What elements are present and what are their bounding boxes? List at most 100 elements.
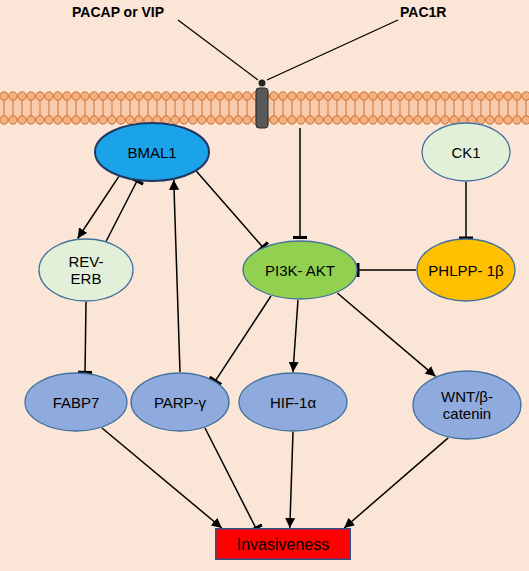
activation-arrow	[78, 177, 119, 239]
lipid-head	[126, 92, 134, 100]
lipid-head	[504, 116, 512, 124]
lipid-head	[126, 116, 134, 124]
node-label: REV- ERB	[61, 253, 111, 287]
lipid-head	[36, 116, 44, 124]
lipid-head	[45, 92, 53, 100]
activation-arrow	[293, 300, 298, 372]
lipid-head	[279, 116, 287, 124]
lipid-head	[297, 116, 305, 124]
phosphatase-node: PHLPP- 1β	[416, 238, 516, 302]
node-label: FABP7	[53, 394, 100, 411]
node-shape	[243, 241, 357, 299]
lipid-head	[396, 92, 404, 100]
node-label: PARP-γ	[154, 394, 206, 411]
node-shape	[422, 123, 510, 181]
kinase-node: PI3K- AKT	[242, 240, 358, 300]
lipid-head	[414, 116, 422, 124]
lipid-head	[63, 116, 71, 124]
lipid-head	[306, 116, 314, 124]
node-label: HIF-1α	[270, 394, 316, 411]
lipid-head	[189, 92, 197, 100]
receptor-node: REV- ERB	[38, 238, 134, 302]
lipid-head	[189, 116, 197, 124]
lipid-head	[342, 92, 350, 100]
lipid-head	[81, 92, 89, 100]
inhibition-line	[299, 128, 301, 236]
lipid-head	[288, 92, 296, 100]
lipid-head	[180, 116, 188, 124]
lipid-head	[486, 92, 494, 100]
lipid-head	[387, 116, 395, 124]
lipid-head	[441, 92, 449, 100]
lipid-head	[432, 92, 440, 100]
lipid-head	[45, 116, 53, 124]
lipid-head	[234, 92, 242, 100]
lipid-head	[207, 92, 215, 100]
lipid-head	[387, 92, 395, 100]
lipid-head	[144, 92, 152, 100]
lipid-head	[198, 116, 206, 124]
lipid-head	[36, 92, 44, 100]
lipid-head	[234, 116, 242, 124]
lipid-head	[405, 92, 413, 100]
lipid-head	[0, 116, 8, 124]
lipid-head	[315, 92, 323, 100]
activation-arrow	[102, 428, 222, 528]
lipid-head	[243, 92, 251, 100]
activation-arrow	[290, 432, 293, 528]
receptor-symbol	[256, 88, 268, 128]
node-shape	[39, 239, 133, 301]
activation-arrow	[344, 438, 448, 528]
lipid-head	[459, 92, 467, 100]
molecule-label: PAC1R	[400, 4, 446, 20]
lipid-head	[486, 116, 494, 124]
lipid-head	[63, 92, 71, 100]
lipid-head	[18, 92, 26, 100]
outcome-box: Invasiveness	[215, 528, 351, 560]
lipid-head	[90, 116, 98, 124]
lipid-head	[117, 92, 125, 100]
lipid-head	[396, 116, 404, 124]
lipid-head	[171, 92, 179, 100]
target-node: WNT/β- catenin	[412, 370, 522, 440]
lipid-head	[243, 116, 251, 124]
lipid-head	[162, 92, 170, 100]
lipid-head	[333, 116, 341, 124]
lipid-head	[153, 92, 161, 100]
inhibition-bar	[293, 236, 307, 239]
node-shape	[95, 123, 209, 181]
lipid-head	[54, 92, 62, 100]
lipid-head	[432, 116, 440, 124]
lipid-head	[369, 92, 377, 100]
lipid-head	[207, 116, 215, 124]
lipid-head	[378, 116, 386, 124]
lipid-head	[9, 116, 17, 124]
leader-line	[267, 20, 398, 80]
lipid-head	[171, 116, 179, 124]
lipid-head	[495, 116, 503, 124]
lipid-head	[414, 92, 422, 100]
lipid-head	[405, 116, 413, 124]
node-label: WNT/β- catenin	[431, 388, 503, 422]
lipid-head	[423, 116, 431, 124]
node-shape	[413, 371, 521, 439]
lipid-head	[99, 116, 107, 124]
inhibition-line	[215, 296, 271, 381]
lipid-head	[324, 92, 332, 100]
lipid-head	[27, 92, 35, 100]
node-shape	[216, 529, 351, 560]
lipid-head	[450, 92, 458, 100]
lipid-head	[477, 92, 485, 100]
lipid-head	[360, 92, 368, 100]
lipid-head	[90, 92, 98, 100]
target-node: PARP-γ	[130, 372, 230, 432]
lipid-head	[135, 92, 143, 100]
lipid-head	[504, 92, 512, 100]
lipid-head	[315, 116, 323, 124]
lipid-head	[180, 92, 188, 100]
lipid-head	[72, 116, 80, 124]
molecule-label: PACAP or VIP	[72, 4, 164, 20]
inhibition-line	[358, 269, 416, 271]
activation-arrow	[174, 180, 180, 372]
node-label: Invasiveness	[237, 536, 330, 553]
